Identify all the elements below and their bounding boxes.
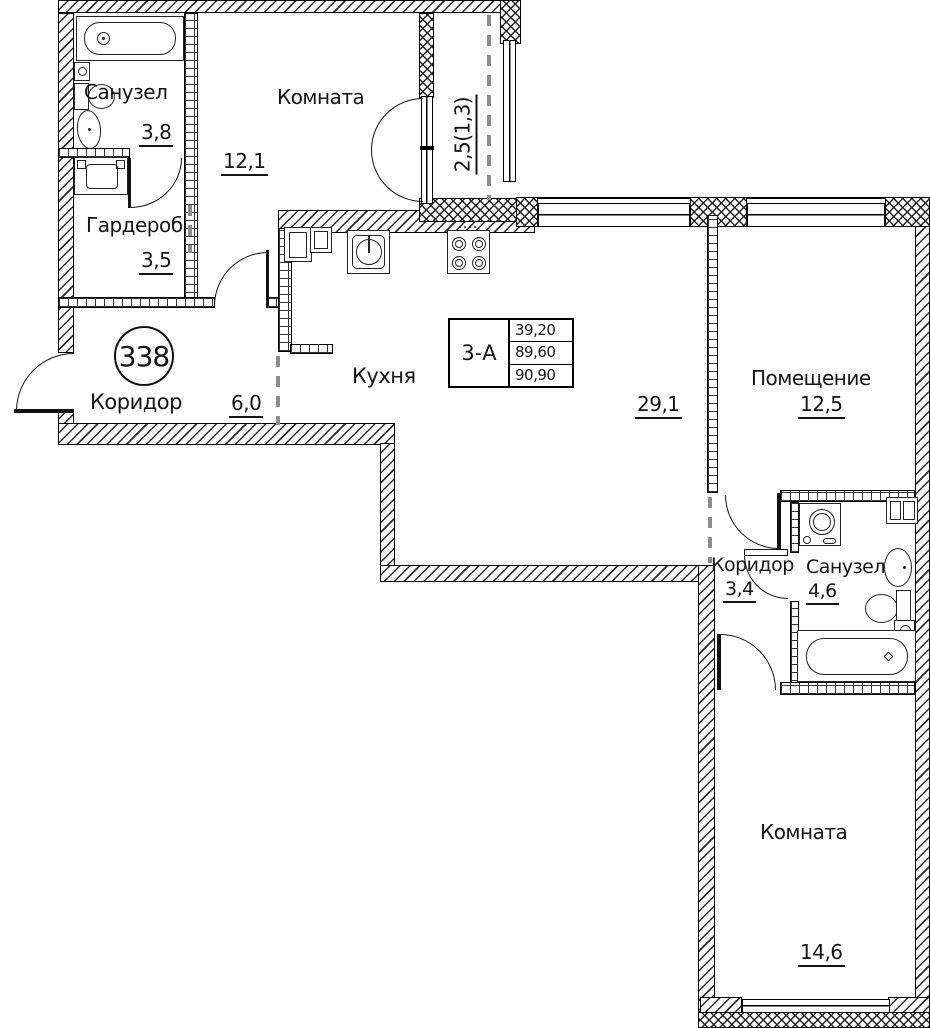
wall-bottom-left-pad: [700, 997, 742, 1013]
balcony-wall-left: [419, 13, 434, 98]
apartment-info-table: 3-А 39,20 89,60 90,90: [448, 318, 574, 388]
komnata-tl-door-arc: [214, 252, 268, 306]
stove-knob-dot: [469, 226, 471, 228]
dashed-garderob-komnata: [188, 205, 192, 253]
dashed-kuhnya-koridor-small: [708, 497, 712, 563]
wall-sanuzelbr-west-upper: [790, 502, 799, 553]
wall-kitchen-pomeshchenie: [707, 215, 718, 493]
dashed-balcony-edge: [487, 15, 491, 200]
area-label-komnata-br: 14,6: [798, 940, 845, 967]
window-pomeshchenie-outer-line: [747, 197, 885, 199]
wall-sanuzelbr-south: [780, 682, 915, 695]
washing-machine: [74, 157, 128, 195]
area-label-koridor-small: 3,4: [723, 578, 756, 603]
komnata-tl-door-leaf: [266, 250, 269, 306]
apartment-number-badge: 338: [114, 326, 174, 386]
pomeshchenie-door-arc: [725, 495, 779, 549]
stove-knob-dot: [474, 226, 476, 228]
wall-sanuzel-east: [184, 13, 198, 302]
toilet-bowl: [88, 84, 115, 109]
boiler-cabinet: [886, 497, 918, 524]
entrance-door-arc: [16, 353, 74, 411]
wall-stub-kitchen: [290, 344, 333, 354]
balcony-door-frame: [421, 96, 433, 204]
window-pomeshchenie: [747, 203, 885, 227]
room-label-komnata-br: Комната: [760, 820, 848, 844]
wall-rightblock-left: [698, 565, 715, 1012]
toilet-bowl-br: [865, 594, 898, 623]
komnata-br-door-leaf: [717, 634, 721, 690]
balcony-door-arc-upper: [371, 98, 423, 150]
area-value-apartment: 89,60: [510, 341, 572, 363]
wall-garderob-south: [58, 297, 215, 308]
stove-knob-dot: [464, 226, 466, 228]
dashed-koridor-kuhnya: [276, 356, 280, 425]
wall-corridor-bottom: [58, 423, 395, 445]
pomeshchenie-door-leaf: [777, 493, 781, 549]
area-value-living: 39,20: [515, 321, 556, 339]
balcony-wall-bottom: [419, 198, 521, 222]
wall-right: [915, 197, 930, 1012]
sanuzel-br-door-leaf: [744, 549, 788, 556]
bathtub-br: [797, 630, 916, 682]
sanuzel-tl-door-arc: [130, 158, 182, 208]
area-label-sanuzel-br: 4,6: [806, 580, 839, 605]
washing-machine-br: [799, 503, 841, 546]
pier-between-windows: [690, 197, 747, 227]
entrance-door-leaf: [14, 409, 74, 413]
pier-kitchen-window-left: [516, 197, 538, 227]
apartment-type-cell: 3-А: [461, 341, 497, 365]
wall-step-vertical: [380, 443, 395, 567]
komnata-br-door-arc: [720, 634, 776, 690]
area-label-balcony: 2,5(1,3): [450, 94, 478, 175]
window-komnata-bottom: [742, 999, 890, 1013]
kitchen-cabinet: [310, 227, 332, 253]
balcony-door-mullion: [420, 146, 434, 150]
room-label-koridor-small: Коридор: [711, 554, 794, 576]
room-label-kuhnya: Кухня: [352, 364, 416, 388]
pier-top-right-corner: [885, 197, 930, 227]
area-label-koridor: 6,0: [229, 391, 264, 418]
sanuzel-tl-door-leaf: [128, 158, 131, 208]
balcony-door-arc-lower: [371, 150, 423, 202]
wall-bottom-row: [698, 1012, 930, 1028]
bathtub: [76, 16, 184, 61]
area-label-pomeshchenie: 12,5: [798, 392, 845, 419]
window-kitchen: [538, 203, 690, 227]
room-label-pomeshchenie: Помещение: [751, 366, 871, 390]
kitchen-sink: [347, 230, 390, 274]
balcony-glazing: [503, 40, 516, 182]
area-value-total: 90,90: [510, 363, 572, 386]
area-label-garderob: 3,5: [139, 248, 174, 275]
kitchen-counter: [284, 227, 312, 262]
cistern-box: [74, 62, 90, 81]
balcony-pier-top-right: [500, 0, 521, 44]
wall-top: [58, 0, 520, 13]
area-label-komnata-tl: 12,1: [221, 149, 268, 176]
wall-bottom-right-pad: [888, 997, 930, 1013]
area-label-sanuzel-tl: 3,8: [139, 120, 174, 147]
stove: [447, 230, 490, 274]
area-label-kuhnya: 29,1: [635, 392, 682, 419]
window-kitchen-outer-line: [538, 197, 690, 199]
wall-left-upper: [58, 13, 74, 353]
room-label-sanuzel-tl: Санузел: [84, 80, 168, 104]
sink: [75, 108, 103, 151]
room-label-garderob: Гардероб: [86, 213, 183, 237]
sink-br: [884, 548, 912, 587]
room-label-sanuzel-br: Санузел: [806, 556, 886, 578]
wall-kitchen-bottom: [380, 565, 715, 582]
room-label-koridor: Коридор: [90, 390, 182, 414]
room-label-komnata-tl: Комната: [277, 85, 365, 109]
stove-knob-dot: [459, 226, 461, 228]
